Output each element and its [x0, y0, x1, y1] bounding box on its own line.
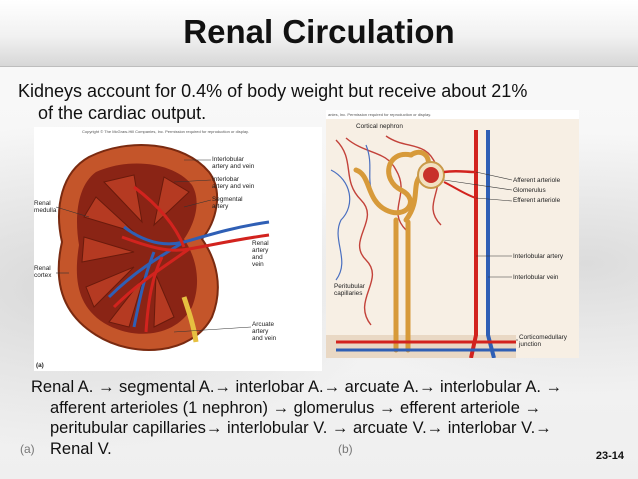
svg-text:Renal: Renal — [34, 265, 51, 272]
figure-a-copyright: Copyright © The McGraw-Hill Companies, I… — [82, 129, 249, 134]
label-afferent: Afferent arteriole — [475, 171, 561, 184]
figure-a-tag: (a) — [20, 442, 35, 456]
svg-text:Glomerulus: Glomerulus — [513, 187, 546, 194]
label-interlobular-vein: Interlobular vein — [488, 274, 559, 281]
nephron-background — [326, 119, 579, 358]
svg-text:Arcuate: Arcuate — [252, 321, 274, 328]
title-bar: Renal Circulation — [0, 0, 638, 67]
glomerulus-tuft — [423, 167, 439, 183]
svg-text:Renal: Renal — [252, 240, 269, 247]
svg-text:Segmental: Segmental — [212, 196, 243, 203]
svg-text:Peritubular: Peritubular — [334, 283, 366, 290]
svg-text:medulla: medulla — [34, 207, 57, 214]
nephron-figure: anies, Inc. Permission required for repr… — [326, 110, 579, 358]
svg-text:artery and vein: artery and vein — [212, 163, 255, 170]
svg-text:artery and vein: artery and vein — [212, 183, 255, 190]
svg-text:Afferent arteriole: Afferent arteriole — [513, 177, 561, 184]
efferent-arteriole — [443, 181, 477, 199]
pathway-line-1: Renal A. → segmental A.→ interlobar A.→ … — [31, 378, 563, 396]
kidney-figure: Copyright © The McGraw-Hill Companies, I… — [34, 127, 322, 371]
figure-b-copyright: anies, Inc. Permission required for repr… — [328, 112, 431, 117]
pathway-line-4: Renal V. — [50, 439, 112, 458]
label-peritubular: Peritubular capillaries — [334, 283, 366, 297]
intro-text: Kidneys account for 0.4% of body weight … — [18, 80, 628, 124]
svg-text:Corticomedullary: Corticomedullary — [519, 334, 568, 341]
label-interlobular: Interlobular artery and vein — [184, 156, 255, 170]
svg-text:Renal: Renal — [34, 200, 51, 207]
label-arcuate: Arcuate artery and vein — [173, 321, 277, 342]
renal-arteries — [112, 185, 270, 333]
svg-text:Interlobular artery: Interlobular artery — [513, 253, 564, 260]
svg-text:and: and — [252, 254, 263, 261]
svg-text:junction: junction — [518, 341, 541, 348]
svg-text:vein: vein — [252, 261, 264, 268]
intro-line-1: Kidneys account for 0.4% of body weight … — [18, 81, 528, 101]
label-interlobular-artery: Interlobular artery — [476, 253, 564, 260]
nephron-illustration: anies, Inc. Permission required for repr… — [326, 112, 579, 358]
svg-text:and vein: and vein — [252, 335, 277, 342]
figure-a-panel-label: (a) — [36, 362, 44, 369]
svg-text:Interlobular: Interlobular — [212, 156, 245, 163]
svg-text:artery: artery — [252, 328, 269, 335]
svg-text:artery: artery — [212, 203, 229, 210]
svg-text:Interlobular vein: Interlobular vein — [513, 274, 559, 281]
label-renal-medulla: Renal medulla — [34, 200, 90, 218]
kidney-illustration: Copyright © The McGraw-Hill Companies, I… — [34, 129, 277, 369]
pathway-line-3: peritubular capillaries→ interlobular V.… — [50, 419, 552, 437]
label-cortical-nephron: Cortical nephron — [356, 123, 403, 130]
afferent-arteriole — [443, 169, 477, 174]
label-corticomedullary: Corticomedullary junction — [516, 334, 568, 348]
slide-title: Renal Circulation — [183, 13, 455, 50]
svg-text:Interlobar: Interlobar — [212, 176, 240, 183]
svg-text:cortex: cortex — [34, 272, 52, 279]
label-efferent: Efferent arteriole — [475, 197, 561, 204]
label-interlobar: Interlobar artery and vein — [173, 176, 255, 190]
renal-veins — [107, 220, 270, 328]
label-renal-artery-vein: Renal artery and vein — [252, 240, 269, 268]
intro-line-2: of the cardiac output. — [38, 103, 207, 123]
label-segmental: Segmental artery — [183, 196, 243, 210]
svg-text:capillaries: capillaries — [334, 290, 362, 297]
label-glomerulus: Glomerulus — [443, 179, 546, 194]
label-renal-cortex: Renal cortex — [34, 265, 69, 279]
pathway-text: Renal A. → segmental A.→ interlobar A.→ … — [31, 377, 611, 459]
figure-b-tag: (b) — [338, 442, 353, 456]
svg-text:artery: artery — [252, 247, 269, 254]
slide-number: 23-14 — [595, 450, 624, 462]
pathway-line-2: afferent arterioles (1 nephron) → glomer… — [50, 398, 541, 417]
svg-text:Efferent arteriole: Efferent arteriole — [513, 197, 561, 204]
ureter — [181, 296, 199, 343]
